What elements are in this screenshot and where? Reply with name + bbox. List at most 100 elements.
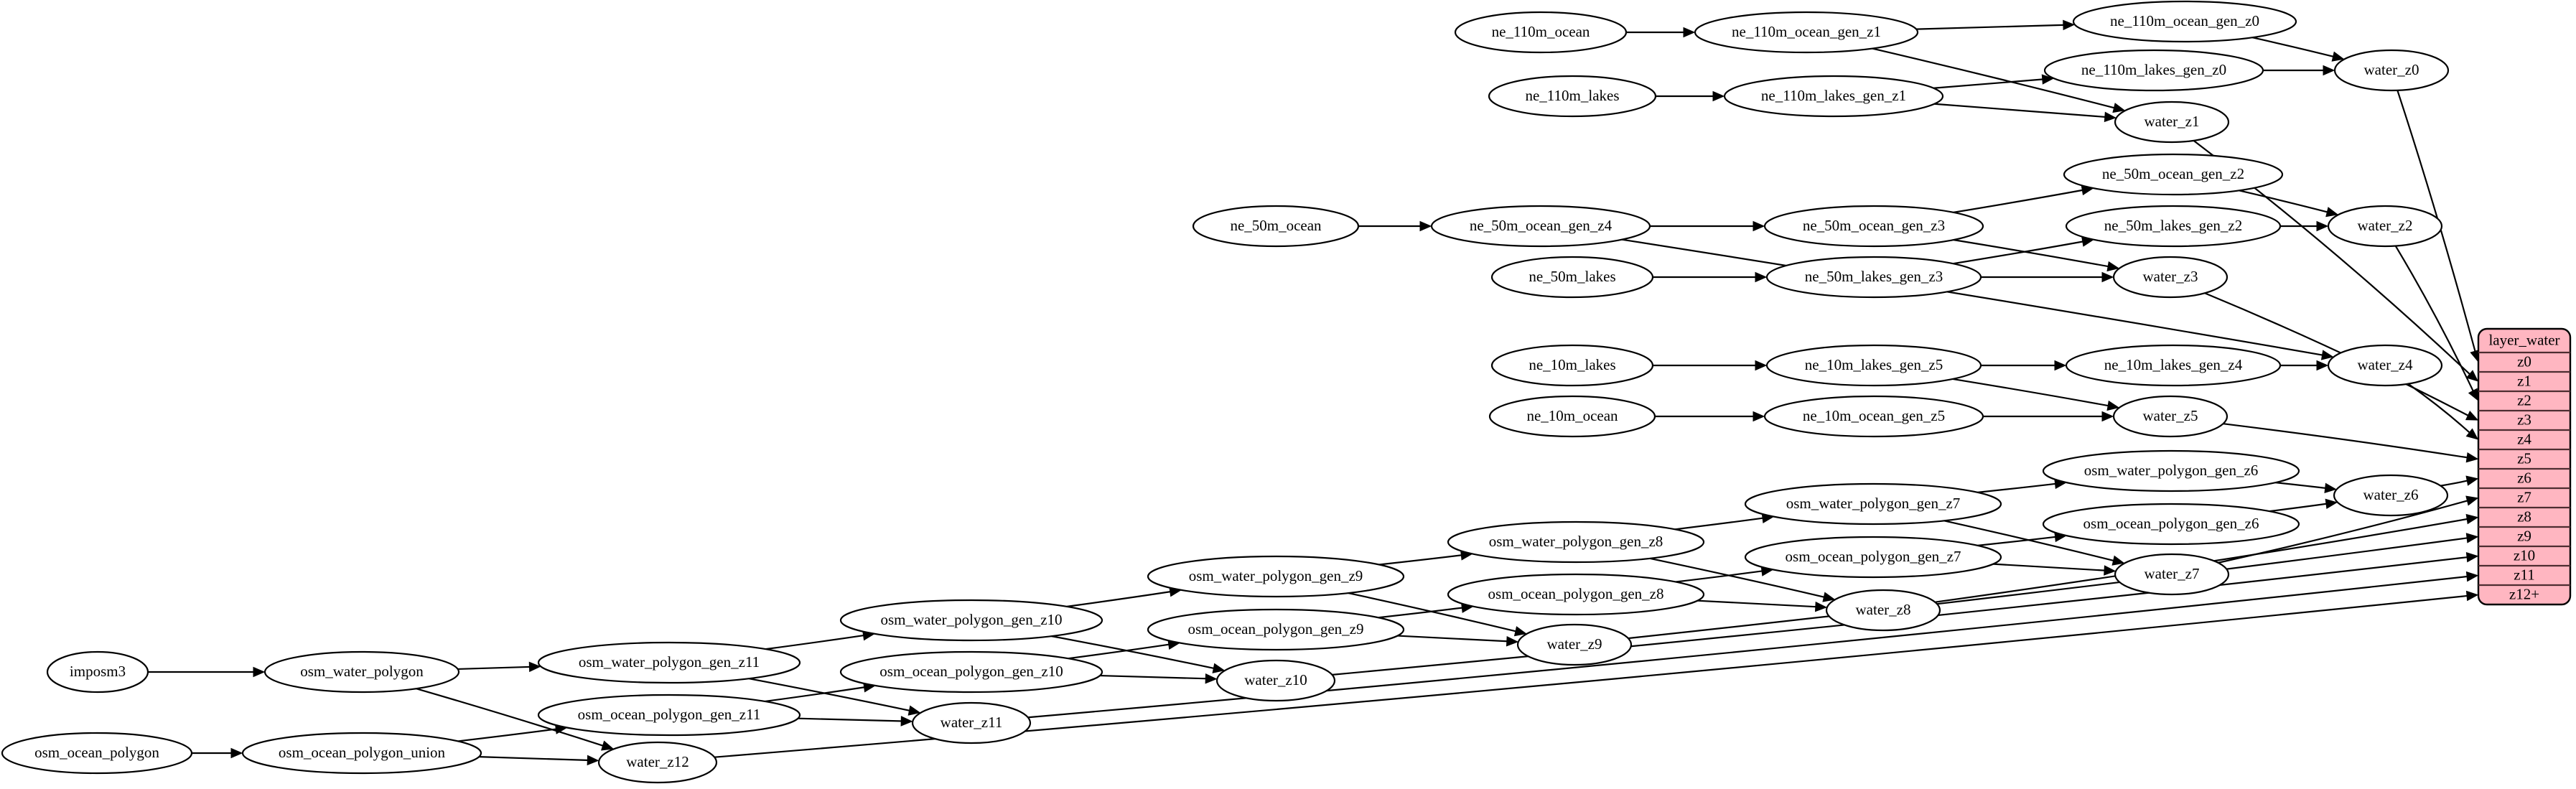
node-osm_water_polygon_gen_z6[interactable]: osm_water_polygon_gen_z6: [2042, 449, 2300, 492]
node-osm_ocean_polygon_gen_z6[interactable]: osm_ocean_polygon_gen_z6: [2042, 503, 2300, 546]
node-label: water_z6: [2363, 486, 2419, 503]
table-row-z2[interactable]: z2: [2517, 391, 2531, 408]
node-water_z8[interactable]: water_z8: [1825, 589, 1941, 632]
table-row-z7[interactable]: z7: [2517, 488, 2531, 505]
node-ne_10m_ocean_gen_z5[interactable]: ne_10m_ocean_gen_z5: [1763, 395, 1984, 438]
table-row-z1[interactable]: z1: [2517, 372, 2531, 389]
node-osm_ocean_polygon_gen_z10[interactable]: osm_ocean_polygon_gen_z10: [839, 650, 1103, 694]
node-osm_water_polygon_gen_z8[interactable]: osm_water_polygon_gen_z8: [1447, 520, 1705, 564]
node-water_z3[interactable]: water_z3: [2112, 256, 2229, 299]
node-label: water_z10: [1244, 671, 1307, 688]
node-label: water_z1: [2145, 113, 2200, 130]
node-water_z5[interactable]: water_z5: [2112, 395, 2229, 438]
node-label: water_z4: [2358, 356, 2413, 373]
edge-ne_50m_ocean_gen_z4-to-ne_50m_ocean_gen_z3: [1650, 220, 1765, 232]
edge-osm_water_polygon-to-water_z12: [416, 688, 615, 751]
table-row-z10[interactable]: z10: [2514, 546, 2535, 564]
node-ne_110m_lakes[interactable]: ne_110m_lakes: [1488, 75, 1657, 118]
node-label: osm_ocean_polygon_gen_z10: [879, 663, 1063, 680]
node-ne_10m_ocean[interactable]: ne_10m_ocean: [1488, 395, 1656, 438]
edge-imposm3-to-osm_water_polygon: [148, 666, 266, 678]
edge-osm_water_polygon_gen_z9-to-osm_water_polygon_gen_z8: [1378, 550, 1473, 566]
node-label: osm_water_polygon: [300, 663, 424, 680]
table-row-z4[interactable]: z4: [2517, 430, 2531, 447]
node-label: ne_110m_ocean: [1492, 23, 1590, 40]
node-osm_water_polygon_gen_z11[interactable]: osm_water_polygon_gen_z11: [537, 641, 801, 684]
node-label: water_z9: [1547, 635, 1602, 653]
node-water_z0[interactable]: water_z0: [2333, 49, 2450, 92]
table-row-z11[interactable]: z11: [2514, 566, 2535, 583]
node-ne_50m_lakes_gen_z2[interactable]: ne_50m_lakes_gen_z2: [2065, 205, 2282, 248]
node-water_z2[interactable]: water_z2: [2327, 205, 2443, 248]
node-label: osm_water_polygon_gen_z6: [2084, 462, 2259, 479]
node-ne_50m_ocean_gen_z2[interactable]: ne_50m_ocean_gen_z2: [2063, 153, 2284, 196]
node-osm_water_polygon_gen_z10[interactable]: osm_water_polygon_gen_z10: [839, 599, 1103, 642]
node-ne_50m_ocean_gen_z4[interactable]: ne_50m_ocean_gen_z4: [1430, 205, 1651, 248]
node-water_z12[interactable]: water_z12: [597, 741, 718, 784]
node-label: osm_ocean_polygon_gen_z9: [1188, 620, 1364, 638]
edge-ne_110m_lakes_gen_z1-to-water_z1: [1934, 103, 2117, 123]
node-label: ne_110m_ocean_gen_z0: [2110, 12, 2259, 29]
node-osm_water_polygon_gen_z7[interactable]: osm_water_polygon_gen_z7: [1744, 482, 2002, 526]
node-label: osm_water_polygon_gen_z7: [1786, 495, 1961, 512]
table-row-z0[interactable]: z0: [2517, 353, 2531, 370]
node-osm_ocean_polygon_gen_z7[interactable]: osm_ocean_polygon_gen_z7: [1744, 536, 2002, 579]
node-ne_50m_ocean_gen_z3[interactable]: ne_50m_ocean_gen_z3: [1763, 205, 1984, 248]
table-row-z12+[interactable]: z12+: [2509, 585, 2539, 602]
node-osm_ocean_polygon_union[interactable]: osm_ocean_polygon_union: [241, 732, 482, 775]
node-water_z6[interactable]: water_z6: [2333, 474, 2449, 517]
node-osm_water_polygon[interactable]: osm_water_polygon: [263, 650, 460, 694]
edge-water_z3-to-layer_water-z3: [2204, 292, 2479, 421]
node-ne_110m_lakes_gen_z0[interactable]: ne_110m_lakes_gen_z0: [2043, 49, 2264, 92]
node-ne_10m_lakes[interactable]: ne_10m_lakes: [1490, 344, 1654, 387]
node-imposm3[interactable]: imposm3: [46, 650, 149, 694]
edge-osm_water_polygon_gen_z8-to-water_z8: [1649, 557, 1836, 602]
layer-water-table: layer_waterz0z1z2z3z4z5z6z7z8z9z10z11z12…: [2477, 327, 2572, 606]
node-water_z4[interactable]: water_z4: [2327, 344, 2443, 387]
node-water_z10[interactable]: water_z10: [1215, 659, 1336, 702]
node-osm_water_polygon_gen_z9[interactable]: osm_water_polygon_gen_z9: [1147, 555, 1405, 598]
node-osm_ocean_polygon_gen_z9[interactable]: osm_ocean_polygon_gen_z9: [1147, 608, 1405, 651]
table-row-z5[interactable]: z5: [2517, 449, 2531, 467]
node-label: ne_50m_lakes: [1529, 268, 1615, 285]
node-osm_ocean_polygon[interactable]: osm_ocean_polygon: [1, 732, 193, 775]
edge-water_z4-to-layer_water-z4: [2407, 383, 2479, 440]
node-water_z1[interactable]: water_z1: [2114, 101, 2230, 144]
node-water_z7[interactable]: water_z7: [2114, 553, 2230, 596]
edge-ne_50m_ocean_gen_z4-to-water_z4: [1622, 238, 2334, 360]
node-label: water_z11: [941, 714, 1003, 731]
node-ne_110m_ocean[interactable]: ne_110m_ocean: [1454, 11, 1628, 54]
node-label: water_z7: [2145, 565, 2200, 582]
edge-ne_10m_ocean-to-ne_10m_ocean_gen_z5: [1655, 411, 1765, 422]
node-water_z9[interactable]: water_z9: [1516, 623, 1633, 666]
node-label: water_z0: [2364, 61, 2419, 78]
node-ne_50m_lakes[interactable]: ne_50m_lakes: [1490, 256, 1654, 299]
layer-water-table-group[interactable]: layer_waterz0z1z2z3z4z5z6z7z8z9z10z11z12…: [2477, 327, 2572, 606]
edge-ne_50m_lakes-to-ne_50m_lakes_gen_z3: [1653, 271, 1768, 283]
edge-ne_110m_ocean_gen_z1-to-water_z1: [1872, 47, 2126, 113]
node-label: ne_50m_ocean: [1230, 217, 1322, 234]
table-row-z8[interactable]: z8: [2517, 508, 2531, 525]
edge-ne_10m_lakes_gen_z4-to-water_z4: [2279, 360, 2329, 371]
node-ne_10m_lakes_gen_z5[interactable]: ne_10m_lakes_gen_z5: [1765, 344, 1982, 387]
edge-ne_110m_ocean_gen_z1-to-ne_110m_ocean_gen_z0: [1916, 19, 2076, 31]
node-label: ne_110m_lakes_gen_z1: [1761, 87, 1906, 104]
edge-ne_110m_lakes_gen_z0-to-water_z0: [2263, 65, 2335, 76]
node-ne_50m_lakes_gen_z3[interactable]: ne_50m_lakes_gen_z3: [1765, 256, 1982, 299]
node-label: osm_water_polygon_gen_z8: [1489, 533, 1663, 550]
node-label: water_z2: [2358, 217, 2413, 234]
node-ne_110m_ocean_gen_z0[interactable]: ne_110m_ocean_gen_z0: [2072, 0, 2297, 43]
edge-layer: [148, 19, 2481, 766]
node-label: ne_110m_lakes: [1525, 87, 1619, 104]
node-water_z11[interactable]: water_z11: [911, 701, 1032, 744]
table-row-z3[interactable]: z3: [2517, 411, 2531, 428]
node-osm_ocean_polygon_gen_z8[interactable]: osm_ocean_polygon_gen_z8: [1447, 573, 1705, 616]
table-row-z9[interactable]: z9: [2517, 527, 2531, 544]
table-row-z6[interactable]: z6: [2517, 469, 2531, 486]
node-ne_50m_ocean[interactable]: ne_50m_ocean: [1192, 205, 1360, 248]
node-ne_110m_lakes_gen_z1[interactable]: ne_110m_lakes_gen_z1: [1723, 75, 1944, 118]
node-ne_110m_ocean_gen_z1[interactable]: ne_110m_ocean_gen_z1: [1694, 11, 1919, 54]
node-osm_ocean_polygon_gen_z11[interactable]: osm_ocean_polygon_gen_z11: [537, 694, 801, 737]
node-ne_10m_lakes_gen_z4[interactable]: ne_10m_lakes_gen_z4: [2065, 344, 2282, 387]
